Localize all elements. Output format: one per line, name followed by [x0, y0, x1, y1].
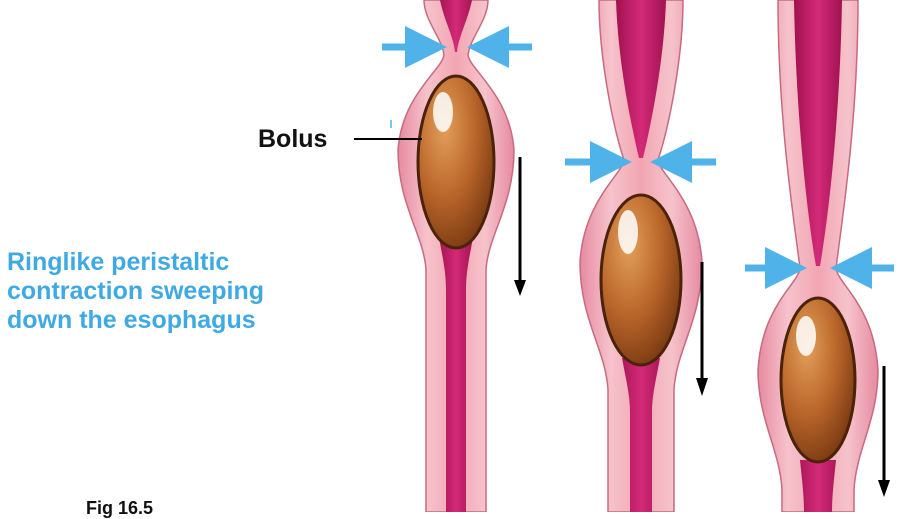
esophagus-lumen	[438, 0, 474, 512]
bolus	[599, 193, 683, 367]
esophagus-stage-3	[745, 0, 894, 512]
direction-arrow-head	[878, 480, 890, 497]
caption-line-1: Ringlike peristaltic	[7, 248, 230, 276]
bolus-label: Bolus	[258, 125, 328, 153]
direction-arrow-head	[514, 280, 526, 296]
esophagus-stage-2	[565, 0, 716, 512]
esophagus-lumen	[616, 0, 666, 512]
esophagus-stage-1	[382, 0, 532, 512]
esophagus-lumen	[794, 0, 842, 512]
caption-line-2: contraction sweeping	[7, 277, 264, 305]
bolus-highlight	[796, 316, 816, 356]
bolus	[779, 296, 857, 464]
direction-arrow-head	[696, 378, 708, 396]
bolus	[416, 74, 496, 250]
caption-line-3: down the esophagus	[7, 306, 256, 334]
bolus-highlight	[618, 210, 638, 254]
figure-label: Fig 16.5	[86, 498, 154, 518]
caption: Ringlike peristaltic contraction sweepin…	[7, 248, 337, 335]
bolus-highlight	[433, 92, 453, 132]
